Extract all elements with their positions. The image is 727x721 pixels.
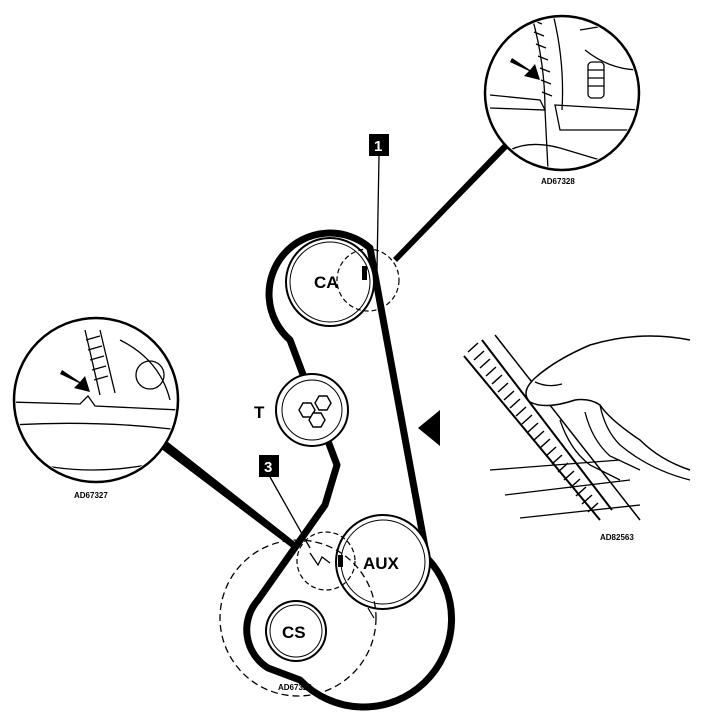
marker-1: 1 (369, 134, 389, 271)
rotation-direction-arrow-icon (418, 410, 440, 446)
hex-bolt-icon (308, 412, 326, 428)
camshaft-label: CA (314, 273, 339, 292)
belt-teeth (467, 342, 599, 513)
hand-outline (525, 335, 691, 471)
svg-text:1: 1 (374, 138, 382, 155)
tensioner-pulley: T (254, 373, 349, 447)
crankshaft-leader-line (160, 442, 300, 551)
crankshaft-label: CS (282, 623, 306, 642)
main-diagram-code: AD67326 (278, 683, 312, 692)
crankshaft-outline (219, 539, 377, 697)
arrow-pointer-icon (510, 58, 540, 80)
camshaft-pulley: CA (285, 237, 375, 327)
timing-belt (243, 229, 456, 711)
timing-notch-mark (309, 552, 331, 567)
camshaft-leader-line (393, 142, 509, 262)
arrow-pointer-icon (60, 370, 90, 392)
camshaft-detail-highlight (336, 248, 400, 312)
tensioner-label: T (254, 403, 265, 422)
crankshaft-detail-inset: AD67327 (12, 316, 180, 500)
svg-text:3: 3 (264, 459, 272, 476)
belt-handling-illustration: AD82563 (463, 334, 691, 542)
hex-bolt-icon (314, 395, 332, 411)
auxiliary-label: AUX (363, 554, 400, 573)
camshaft-detail-inset: AD67328 (483, 14, 641, 186)
svg-text:AD67328: AD67328 (541, 177, 575, 186)
auxiliary-pulley: AUX (335, 514, 431, 610)
svg-text:AD82563: AD82563 (600, 533, 634, 542)
crankshaft-pulley: CS (265, 600, 327, 662)
auxiliary-detail-highlight (296, 531, 356, 591)
marker-3: 3 (259, 455, 311, 549)
svg-text:AD67327: AD67327 (74, 491, 108, 500)
